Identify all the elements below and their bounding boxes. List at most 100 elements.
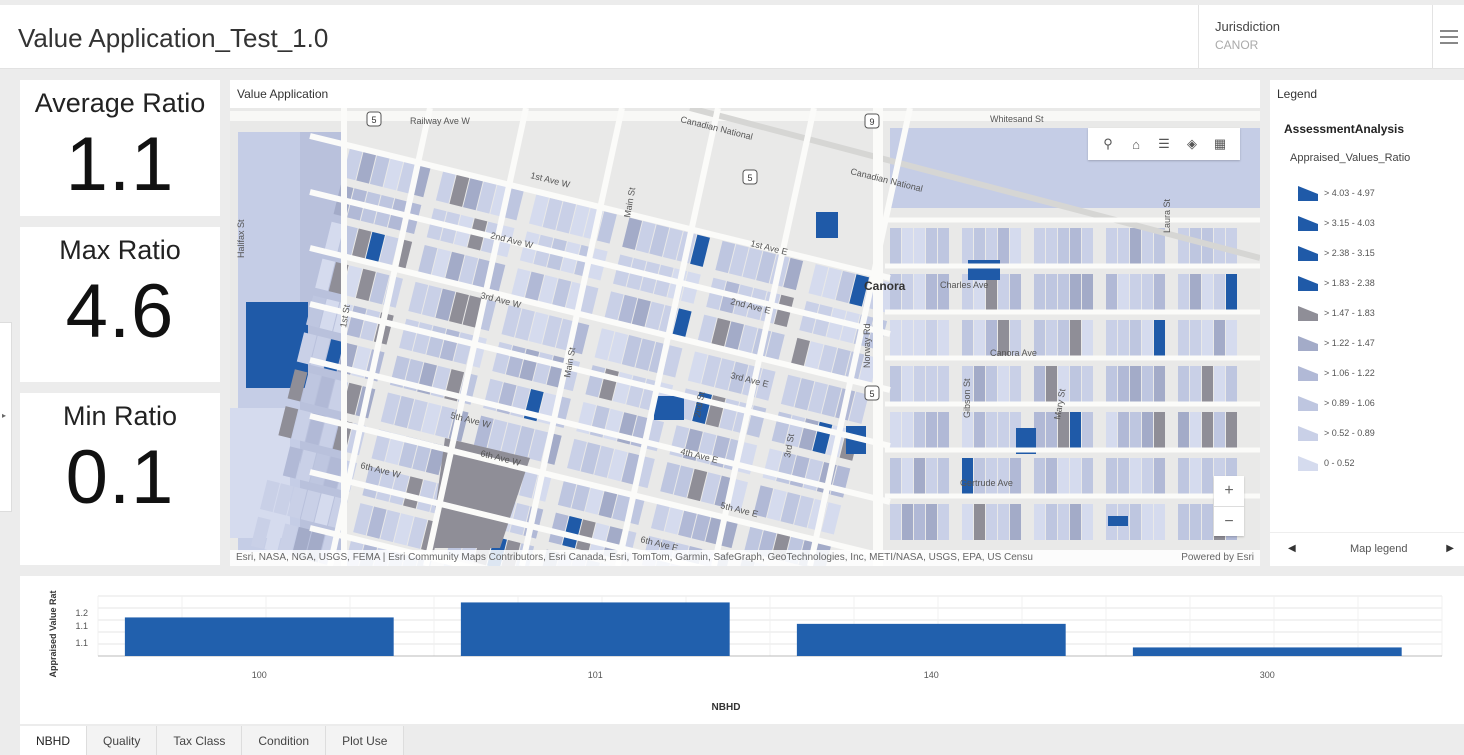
parcel [556,201,577,234]
parcel [728,361,749,394]
tab-plot-use[interactable]: Plot Use [326,726,405,755]
legend-item: > 0.52 - 0.89 [1296,418,1375,448]
parcel [1010,366,1021,402]
parcel [1034,504,1045,540]
parcel [342,148,363,181]
parcel [998,366,1009,402]
parcel [1214,320,1225,356]
y-axis-label: Appraised Value Rat [48,590,58,677]
parcel [926,458,937,494]
parcel [1046,228,1057,264]
home-icon[interactable]: ⌂ [1132,136,1140,152]
max-ratio-label: Max Ratio [59,235,181,265]
parcel [585,482,605,515]
street-label: Gibson St [962,378,972,418]
parcel [1070,504,1081,540]
parcel [378,235,399,268]
parcel [393,513,414,546]
caret-right-icon[interactable]: ▶ [1446,543,1454,554]
parcel [1118,320,1129,356]
parcel [902,320,913,356]
parcel [1070,228,1081,264]
powered-by-esri-link[interactable]: Powered by Esri [1181,552,1254,563]
basemap-gallery-icon[interactable]: ▦ [1213,136,1227,151]
route-shield-label: 5 [747,173,752,183]
parcel [914,458,925,494]
hamburger-menu-icon[interactable] [1432,5,1464,69]
parcel [1190,458,1201,494]
parcel [1154,458,1165,494]
tab-tax-class[interactable]: Tax Class [157,726,243,755]
parcel [1070,366,1081,402]
parcel [1010,274,1021,310]
parcel [780,374,801,407]
parcel [986,228,997,264]
parcel [278,406,299,439]
x-tick-label: 300 [1260,670,1275,680]
legend-pager: ◀ Map legend ▶ [1270,532,1464,566]
parcel [273,483,294,516]
parcel [542,197,563,231]
x-tick-label: 100 [252,670,267,680]
tab-quality[interactable]: Quality [87,726,158,755]
zoom-in-button[interactable]: + [1224,482,1234,499]
jurisdiction-selector[interactable]: Jurisdiction CANOR [1198,5,1430,69]
zoom-out-button[interactable]: − [1214,506,1244,536]
route-shield-label: 5 [869,389,874,399]
parcel [1154,228,1165,264]
min-ratio-value: 0.1 [65,435,175,520]
caret-left-icon[interactable]: ◀ [1288,543,1296,554]
parcel [914,320,925,356]
layer-list-icon[interactable]: ☰ [1158,136,1170,151]
parcel [998,458,1009,494]
parcel [1010,504,1021,540]
parcel [691,509,712,542]
parcel [444,251,465,284]
parcel [728,479,748,512]
parcel [356,151,377,184]
parcel [902,274,913,310]
parcel [962,504,973,540]
parcel [890,274,901,310]
parcel [567,438,587,472]
parcel [431,248,451,281]
jurisdiction-label: Jurisdiction [1215,19,1281,34]
layers-icon[interactable]: ◈ [1187,136,1197,151]
parcel [780,492,801,525]
parcel [524,271,545,304]
street-label: 2nd St [692,390,706,418]
parcel [1082,504,1093,540]
parcel [1082,320,1093,356]
parcel [701,354,722,388]
parcel [753,485,774,518]
parcel [986,320,997,356]
legend-swatch [1298,186,1318,201]
parcel [416,479,437,512]
parcel [487,419,508,452]
parcel [1070,458,1081,494]
x-tick-label: 101 [588,670,603,680]
parcel [1034,228,1045,264]
parcel [710,318,731,351]
parcel [389,472,410,506]
parcel [890,504,901,540]
parcel [509,502,530,536]
max-ratio-card: Max Ratio 4.6 [20,227,220,382]
parcel [794,378,815,411]
parcel [724,321,744,354]
parcel [938,274,949,310]
parcel [890,228,901,264]
parcel [1202,320,1213,356]
search-icon[interactable]: ⚲ [1103,136,1113,151]
parcel [375,469,396,502]
side-panel-toggle[interactable]: ▸ [0,322,12,512]
parcel [621,452,642,485]
parcel [365,231,385,265]
tab-nbhd[interactable]: NBHD [20,726,88,755]
tab-condition[interactable]: Condition [242,726,327,755]
parcel [380,392,401,425]
parcel [1118,412,1129,448]
parcel [687,468,708,502]
